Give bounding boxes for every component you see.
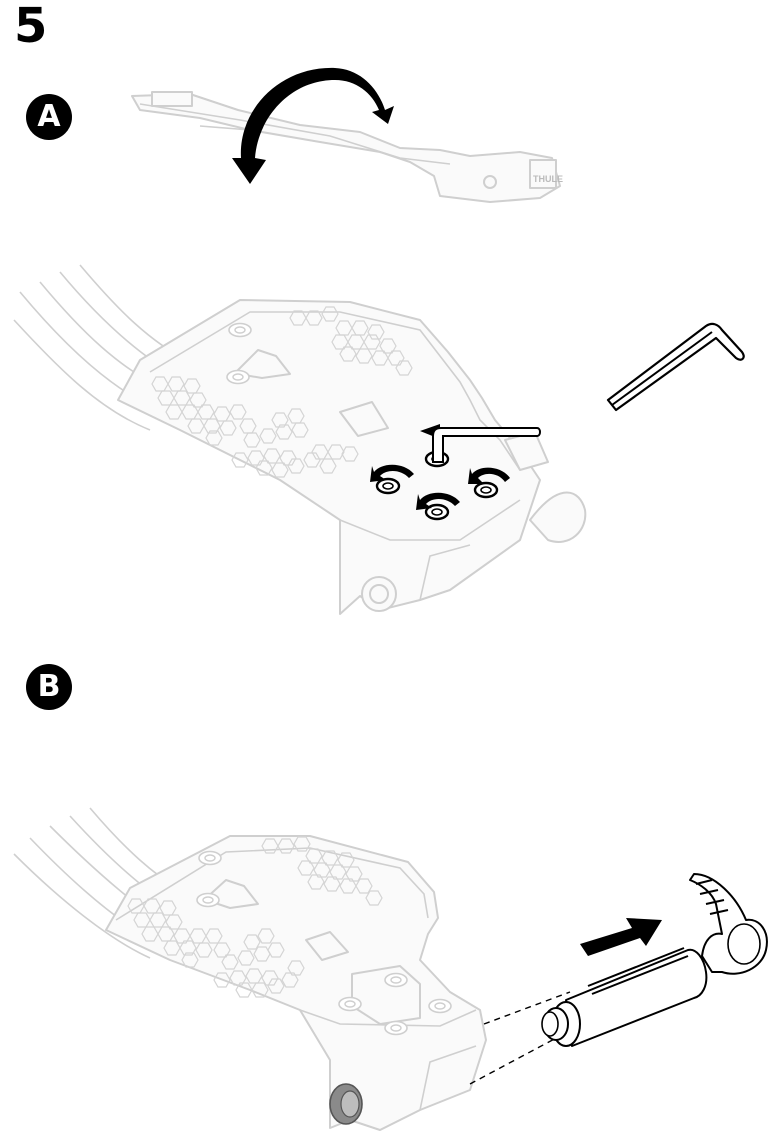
hex-key-icon [608,324,744,410]
push-arrow-icon [580,918,662,956]
pivot-socket [330,1084,362,1124]
bike-carrier-overview: THULE [132,92,563,202]
replacement-axle-part [542,874,767,1046]
brand-mark: THULE [533,174,563,184]
